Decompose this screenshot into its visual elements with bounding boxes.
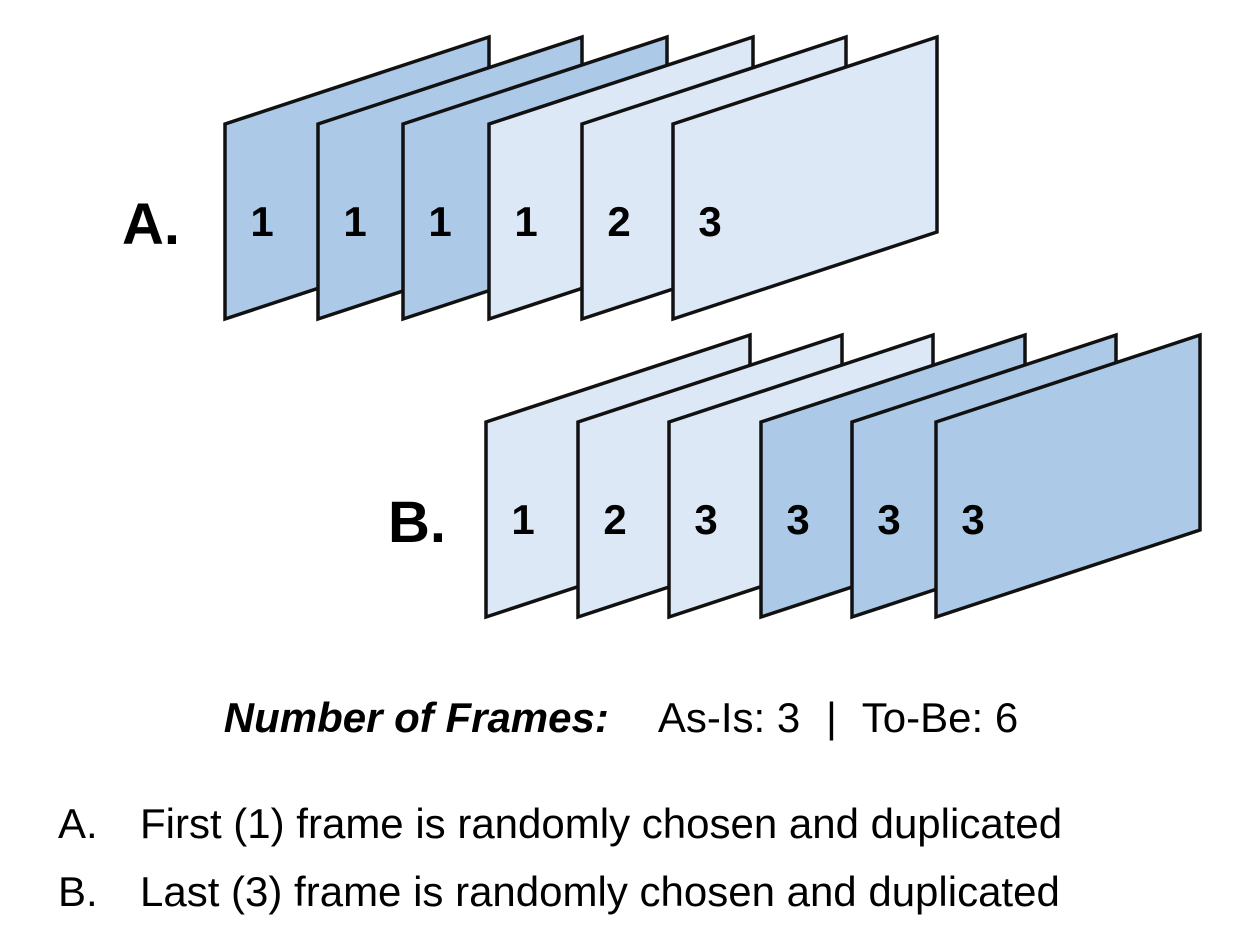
row-b-frame-2-number: 2 [603, 496, 626, 543]
legend-item-b: B. Last (3) frame is randomly chosen and… [58, 858, 1062, 926]
legend-key-b: B. [58, 868, 98, 915]
legend-text-a: First (1) frame is randomly chosen and d… [140, 800, 1063, 847]
row-a-frame-5-number: 2 [607, 198, 630, 245]
row-a-frame-2-number: 1 [343, 198, 366, 245]
row-a-frame-4-number: 1 [514, 198, 537, 245]
row-a-frame-1-number: 1 [250, 198, 273, 245]
summary-separator: | [825, 694, 837, 741]
row-b-frame-4-number: 3 [786, 496, 809, 543]
row-b-frame-5-number: 3 [877, 496, 900, 543]
row-a-frames: A. 1 1 1 1 2 3 [122, 34, 939, 322]
summary-label: Number of Frames: [223, 694, 609, 741]
row-b-frame-3-number: 3 [694, 496, 717, 543]
legend-text-b: Last (3) frame is randomly chosen and du… [140, 868, 1060, 915]
row-a-label: A. [122, 192, 180, 257]
summary-to-be: To-Be: 6 [861, 694, 1019, 741]
legend: A. First (1) frame is randomly chosen an… [58, 790, 1062, 926]
summary-as-is: As-Is: 3 [657, 694, 801, 741]
row-b-frame-6-number: 3 [961, 496, 984, 543]
legend-item-a: A. First (1) frame is randomly chosen an… [58, 790, 1062, 858]
row-b-frame-6 [934, 332, 1202, 620]
legend-key-a: A. [58, 800, 98, 847]
row-a-frame-6-number: 3 [698, 198, 721, 245]
row-a-frame-3-number: 1 [428, 198, 451, 245]
row-b-frames: B. 1 2 3 3 3 3 [388, 332, 1202, 620]
row-b-frame-1-number: 1 [511, 496, 534, 543]
frame-count-summary: Number of Frames: As-Is: 3 | To-Be: 6 [0, 694, 1242, 742]
row-b-label: B. [388, 490, 446, 555]
row-a-frame-6 [671, 34, 939, 322]
